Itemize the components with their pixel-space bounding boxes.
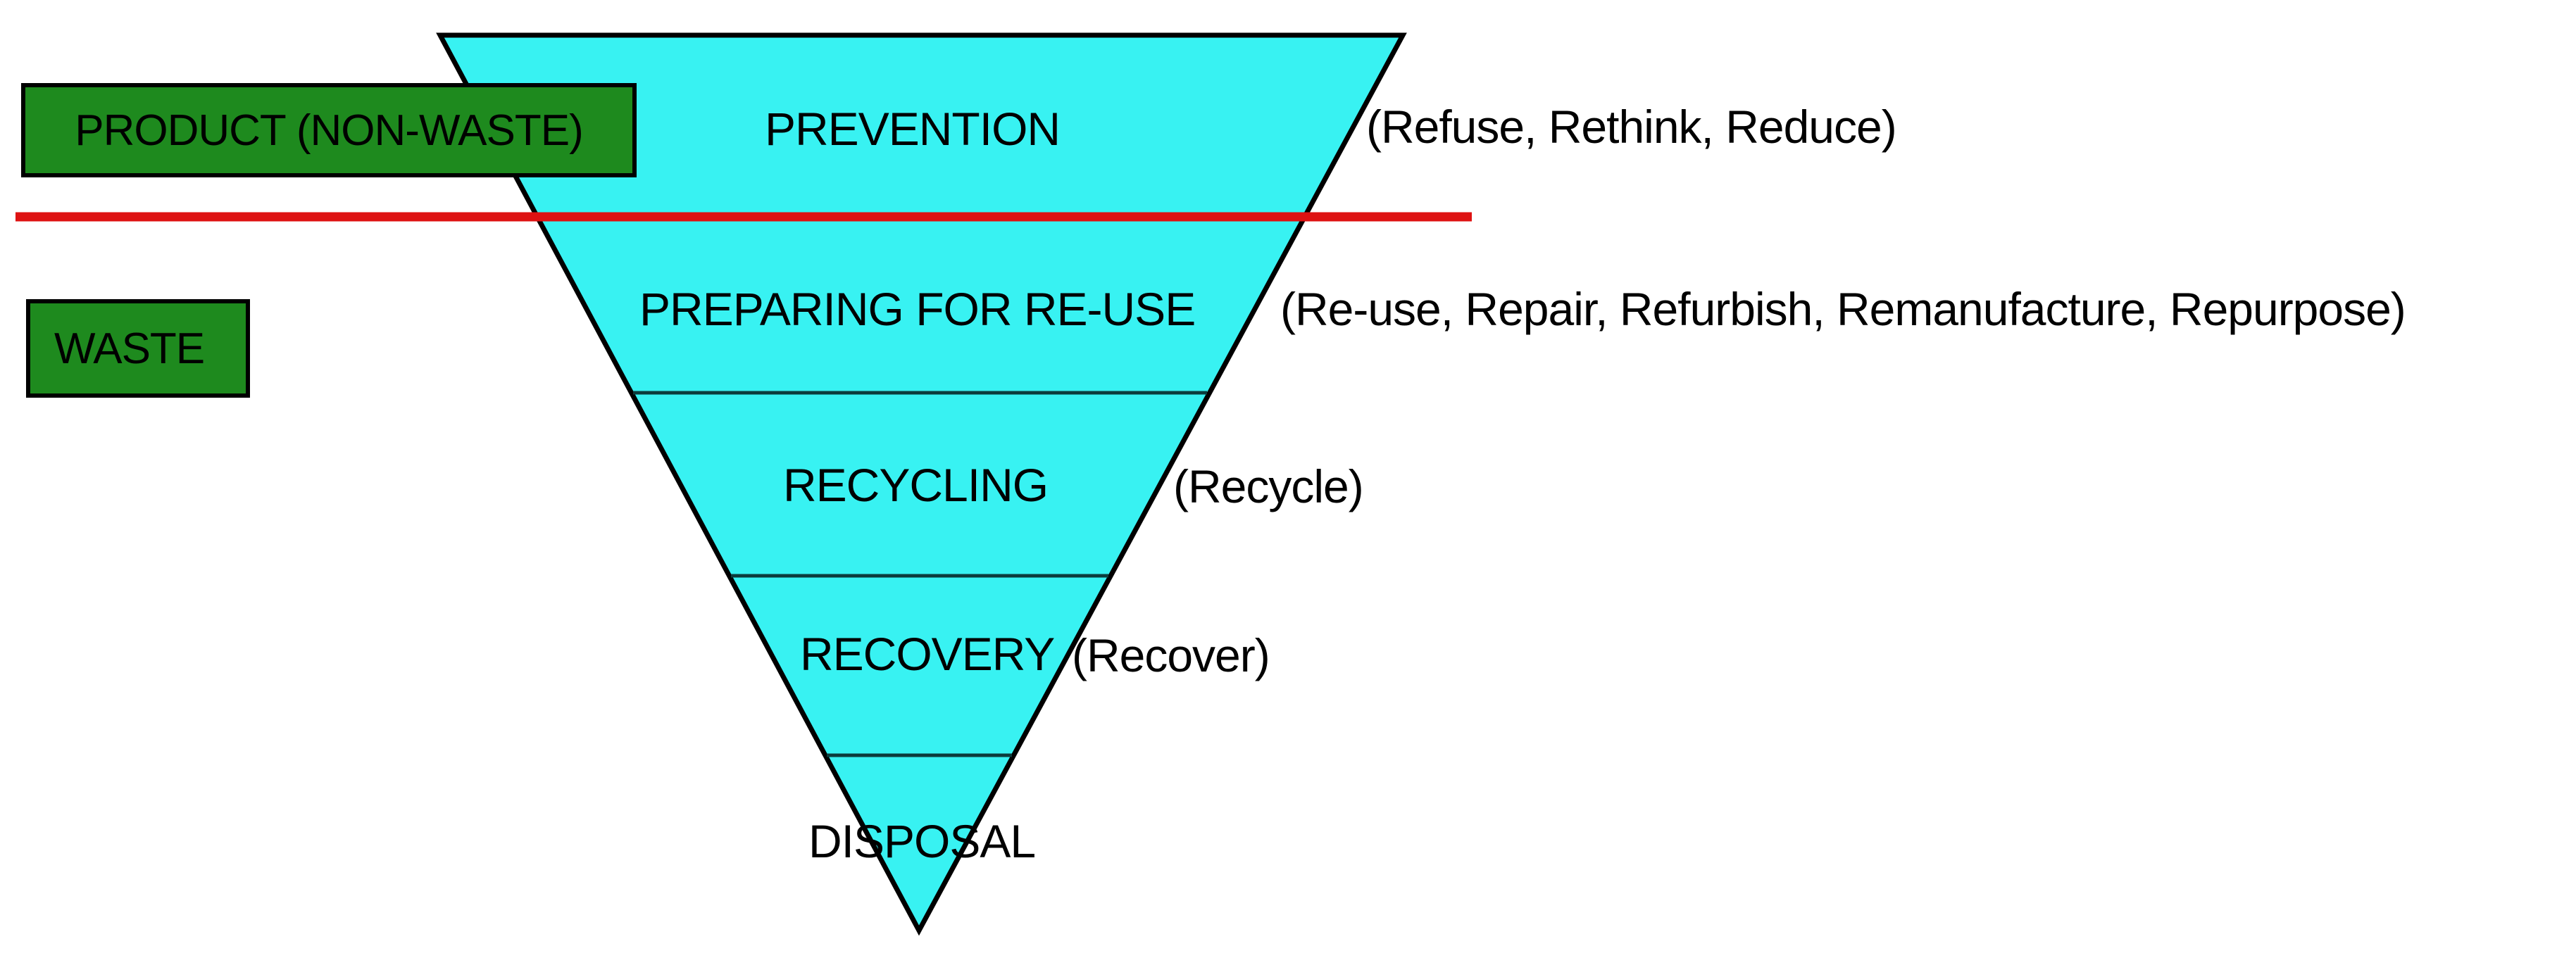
annotation-recycling: (Recycle) bbox=[1173, 460, 1364, 512]
annotation-recovery: (Recover) bbox=[1072, 629, 1270, 681]
product-non-waste-label: PRODUCT (NON-WASTE) bbox=[75, 106, 584, 155]
level-label-prevention: PREVENTION bbox=[765, 103, 1061, 155]
annotation-prevention: (Refuse, Rethink, Reduce) bbox=[1366, 101, 1897, 153]
level-label-disposal: DISPOSAL bbox=[808, 815, 1036, 867]
product-non-waste-box: PRODUCT (NON-WASTE) bbox=[21, 83, 637, 177]
funnel-triangle bbox=[436, 32, 1407, 936]
waste-label: WASTE bbox=[54, 324, 205, 373]
waste-box: WASTE bbox=[26, 299, 250, 398]
level-label-recycling: RECYCLING bbox=[783, 459, 1049, 511]
annotation-preparing-for-re-use: (Re-use, Repair, Refurbish, Remanufactur… bbox=[1280, 283, 2406, 335]
level-label-preparing-for-re-use: PREPARING FOR RE-USE bbox=[639, 283, 1196, 335]
level-label-recovery: RECOVERY bbox=[800, 628, 1055, 680]
